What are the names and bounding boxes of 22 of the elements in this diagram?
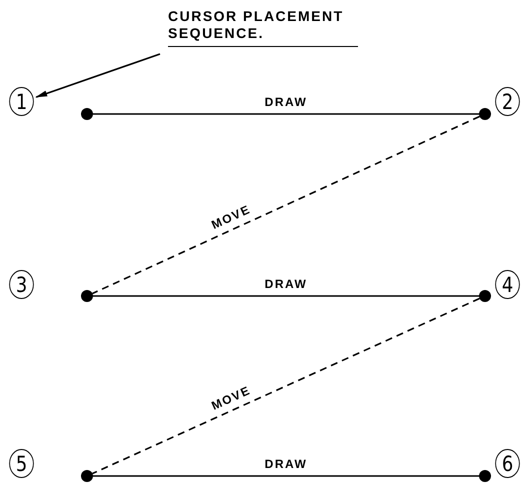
dashed-connector: [92, 116, 480, 294]
sequence-number: 3: [9, 270, 34, 299]
edge-label: DRAW: [264, 95, 308, 109]
sequence-number: 1: [9, 87, 34, 116]
dashed-connector: [92, 298, 480, 474]
connector-line: [93, 295, 479, 297]
leader-line: [35, 53, 160, 98]
sequence-number: 6: [495, 449, 520, 478]
sequence-number: 4: [495, 270, 520, 299]
edge-label: DRAW: [264, 457, 308, 471]
connector-line: [93, 475, 479, 477]
sequence-number: 2: [495, 87, 520, 116]
cursor-point: [81, 290, 93, 302]
edge-label: DRAW: [264, 277, 308, 291]
callout-note: CURSOR PLACEMENT SEQUENCE.: [168, 8, 358, 47]
cursor-point: [479, 290, 491, 302]
cursor-point: [81, 470, 93, 482]
cursor-point: [81, 108, 93, 120]
sequence-number: 5: [9, 449, 34, 478]
connector-line: [93, 113, 479, 115]
cursor-point: [479, 108, 491, 120]
cursor-point: [479, 470, 491, 482]
